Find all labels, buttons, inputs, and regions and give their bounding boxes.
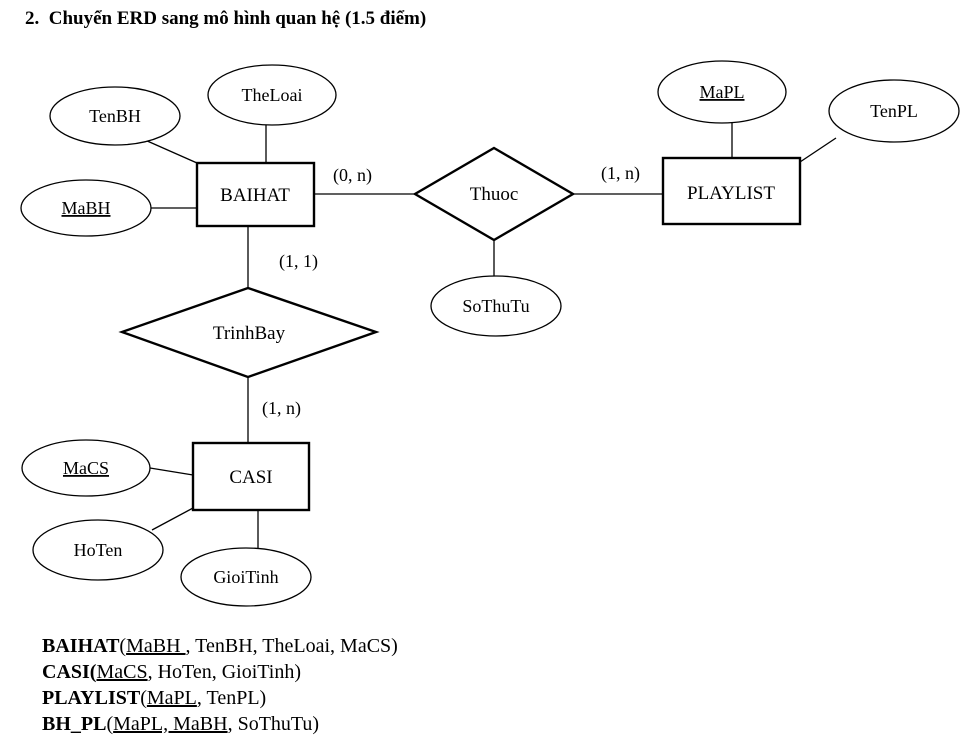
attr-mapl-label: MaPL bbox=[700, 82, 745, 102]
attr-hoten-label: HoTen bbox=[74, 540, 123, 560]
line-tenpl bbox=[799, 137, 837, 163]
connector-lines bbox=[144, 120, 837, 550]
card-playlist-thuoc: (1, n) bbox=[601, 163, 640, 184]
relationship-trinhbay: TrinhBay bbox=[118, 286, 380, 379]
attr-macs-ellipse bbox=[21, 439, 151, 497]
attr-theloai-ellipse bbox=[207, 64, 337, 126]
schema-casi-rest: , HoTen, GioiTinh) bbox=[147, 661, 302, 683]
card-casi-trinhbay: (1, n) bbox=[262, 398, 301, 419]
schema-bh-pl-name: BH_PL bbox=[42, 713, 107, 735]
attr-hoten-ellipse bbox=[32, 519, 164, 581]
schema-baihat-rest: , TenBH, TheLoai, MaCS) bbox=[185, 635, 398, 657]
schema-baihat: BAIHAT(MaBH , TenBH, TheLoai, MaCS) bbox=[42, 633, 398, 659]
line-hoten bbox=[151, 507, 194, 531]
attr-sothutu-label: SoThuTu bbox=[462, 296, 529, 316]
relationship-trinhbay-label: TrinhBay bbox=[213, 323, 286, 344]
entity-casi: CASI bbox=[191, 441, 311, 512]
line-macs bbox=[149, 467, 194, 476]
entity-baihat: BAIHAT bbox=[195, 161, 316, 228]
schema-playlist-rest: , TenPL) bbox=[196, 687, 267, 709]
schema-bh-pl-open: ( bbox=[106, 713, 114, 735]
card-baihat-trinhbay: (1, 1) bbox=[279, 251, 318, 272]
section-number: 2. bbox=[25, 8, 40, 29]
attr-tenpl-ellipse bbox=[828, 79, 960, 143]
schema-playlist-open: ( bbox=[140, 687, 147, 709]
schema-playlist-name: PLAYLIST bbox=[42, 687, 141, 709]
attr-tenbh-label: TenBH bbox=[89, 106, 141, 126]
schema-baihat-open: ( bbox=[119, 635, 127, 657]
entity-baihat-label: BAIHAT bbox=[220, 185, 290, 206]
attribute-ellipses bbox=[20, 60, 960, 607]
schema-casi: CASI(MaCS, HoTen, GioiTinh) bbox=[42, 659, 398, 685]
attr-gioitinh-label: GioiTinh bbox=[213, 567, 278, 587]
attr-sothutu-ellipse bbox=[430, 275, 562, 337]
entity-casi-label: CASI bbox=[229, 467, 272, 488]
schema-playlist-key: MaPL bbox=[146, 687, 197, 709]
schema-bh-pl-key: MaPL, MaBH bbox=[113, 713, 228, 735]
entity-playlist-label: PLAYLIST bbox=[687, 183, 775, 204]
schema-playlist: PLAYLIST(MaPL, TenPL) bbox=[42, 685, 398, 711]
relational-schema: BAIHAT(MaBH , TenBH, TheLoai, MaCS) CASI… bbox=[42, 633, 398, 737]
schema-bh-pl: BH_PL(MaPL, MaBH, SoThuTu) bbox=[42, 711, 398, 737]
attr-mabh-ellipse bbox=[20, 179, 152, 237]
schema-bh-pl-rest: , SoThuTu) bbox=[227, 713, 320, 735]
card-baihat-thuoc: (0, n) bbox=[333, 165, 372, 186]
attr-tenpl-label: TenPL bbox=[870, 101, 918, 121]
schema-casi-key: MaCS bbox=[96, 661, 148, 683]
attr-theloai-label: TheLoai bbox=[242, 85, 303, 105]
attr-gioitinh-ellipse bbox=[180, 547, 312, 607]
section-title: Chuyển ERD sang mô hình quan hệ (1.5 điể… bbox=[48, 8, 427, 29]
schema-baihat-key: MaBH bbox=[126, 635, 186, 657]
attr-mapl-ellipse bbox=[657, 60, 787, 124]
relationship-thuoc: Thuoc bbox=[412, 146, 576, 242]
attr-macs-label: MaCS bbox=[63, 458, 109, 478]
line-tenbh bbox=[144, 139, 198, 164]
attribute-labels: TenBH TheLoai MaBH MaPL TenPL SoThuTu Ma… bbox=[62, 82, 918, 587]
schema-casi-name: CASI bbox=[42, 661, 90, 683]
attr-mabh-label: MaBH bbox=[62, 198, 111, 218]
entity-playlist: PLAYLIST bbox=[661, 156, 802, 226]
schema-casi-open: ( bbox=[89, 661, 97, 683]
cardinality-labels: (0, n) (1, n) (1, 1) (1, n) bbox=[262, 163, 640, 419]
schema-baihat-name: BAIHAT bbox=[42, 635, 120, 657]
relationship-thuoc-label: Thuoc bbox=[470, 184, 519, 205]
erd-diagram: BAIHAT PLAYLIST CASI Thuoc TrinhBay TenB… bbox=[20, 60, 960, 607]
attr-tenbh-ellipse bbox=[49, 86, 181, 146]
section-heading: 2. Chuyển ERD sang mô hình quan hệ (1.5 … bbox=[25, 8, 426, 30]
